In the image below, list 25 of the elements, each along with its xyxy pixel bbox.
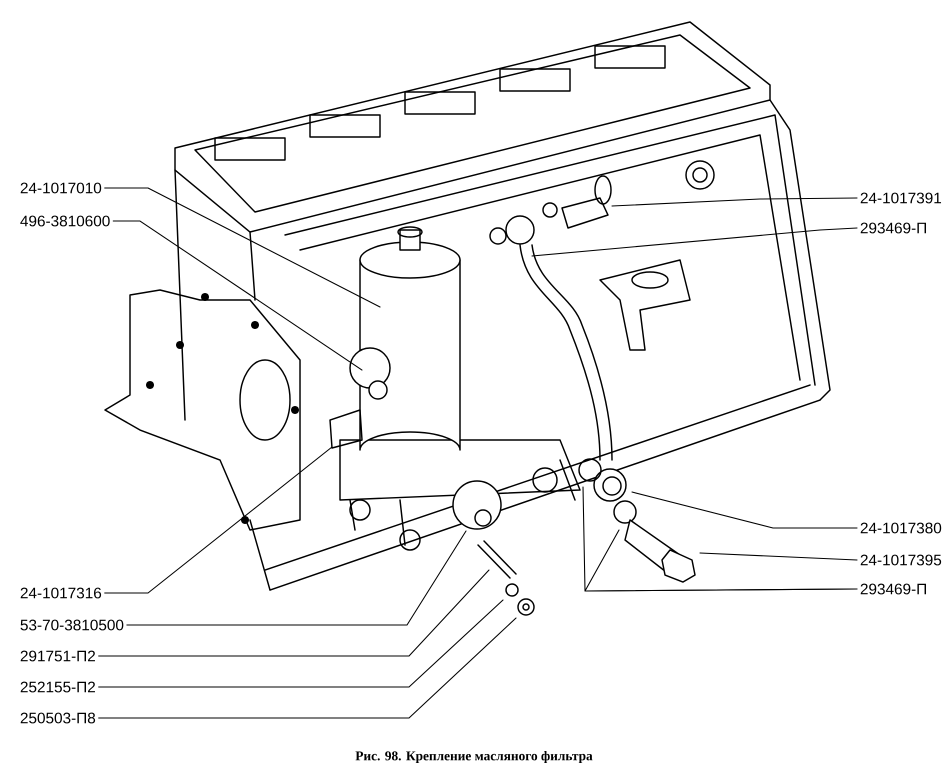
part-number: 252155-П2 — [20, 682, 95, 692]
figure-caption: Рис. 98. Крепление масляного фильтра — [356, 750, 592, 764]
leader-line — [98, 569, 490, 657]
leader-line — [631, 491, 858, 529]
leader-line — [112, 220, 363, 371]
leader-line — [611, 197, 858, 207]
part-number: 24-1017395 — [860, 554, 942, 566]
leader-line — [98, 599, 504, 688]
part-number: 293469-П — [860, 222, 926, 234]
part-number: 496-3810600 — [20, 216, 110, 226]
part-number: 24-1017316 — [20, 588, 102, 598]
part-number: 24-1017391 — [860, 192, 942, 204]
leader-line — [104, 446, 333, 594]
part-number: 250503-П8 — [20, 712, 96, 724]
part-number: 291751-П2 — [20, 650, 95, 662]
leader-line — [104, 187, 381, 308]
part-number: 24-1017380 — [860, 522, 942, 534]
leader-line — [584, 529, 858, 592]
leader-line — [699, 552, 858, 561]
leader-line — [98, 617, 517, 719]
part-number: 24-1017010 — [20, 182, 102, 194]
part-number: 293469-П — [860, 584, 926, 594]
leader-line — [531, 227, 858, 257]
leader-line — [126, 530, 467, 626]
part-number: 53-70-3810500 — [20, 620, 124, 630]
